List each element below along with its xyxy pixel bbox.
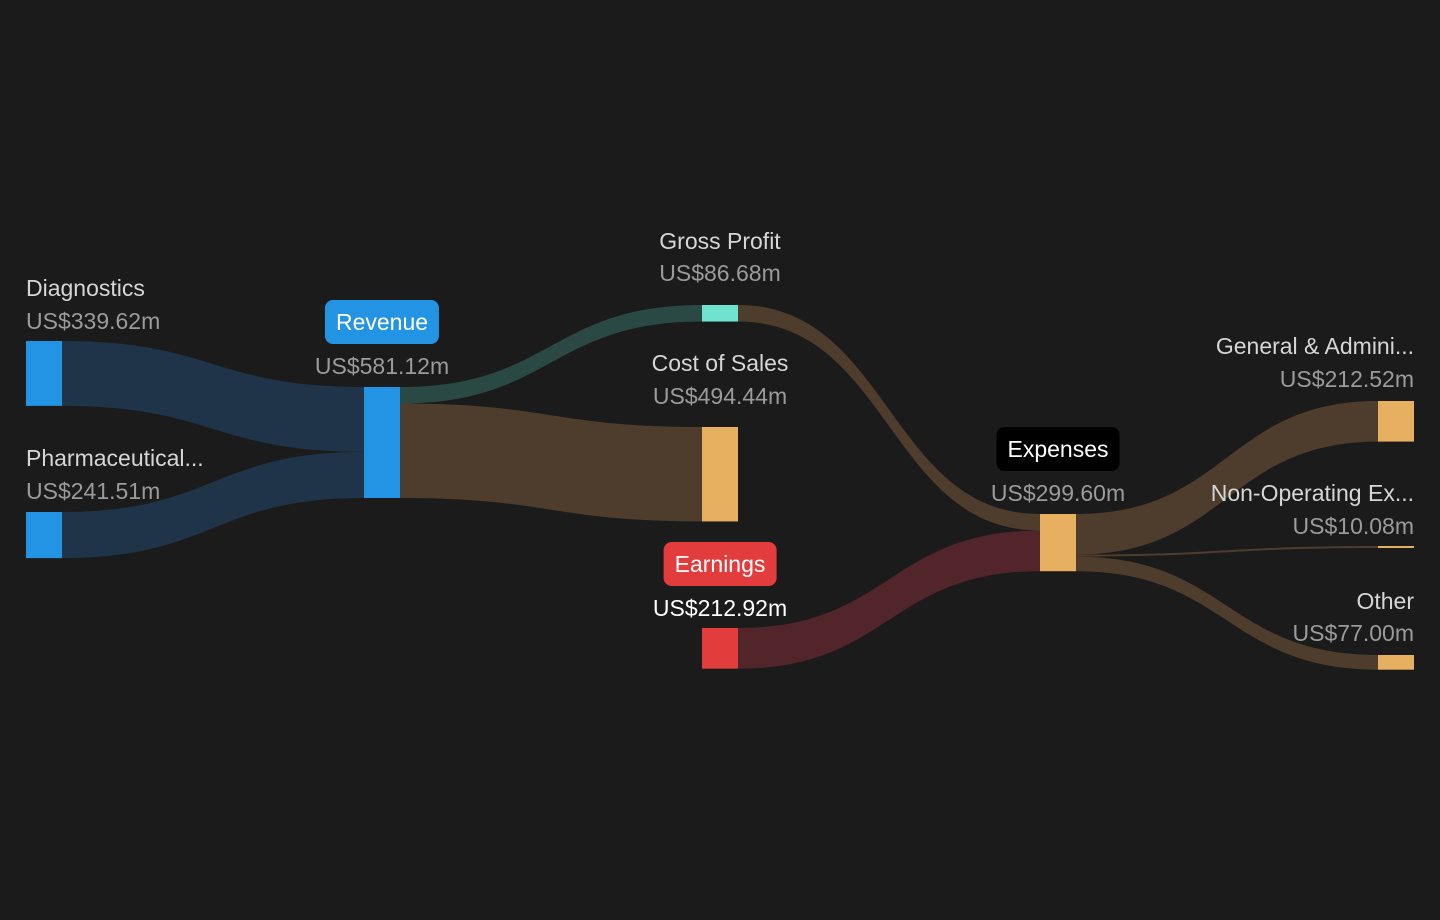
node-bar-non_operating [1378,546,1414,548]
node-value-expenses: US$299.60m [990,480,1126,506]
sankey-nodes [26,305,1414,670]
node-label-other: Other [1356,588,1414,614]
link-expenses-to-non_operating [1076,546,1378,557]
node-label-gross-profit: Gross Profit [659,228,781,254]
link-diagnostics-to-revenue [62,341,364,452]
node-label-diagnostics: Diagnostics [26,275,145,301]
link-expenses-to-general_admin [1076,401,1378,555]
node-bar-general_admin [1378,401,1414,442]
node-bar-revenue [364,387,400,498]
link-revenue-to-cost_of_sales [400,403,702,522]
node-pill-revenue: Revenue [324,300,440,344]
node-value-earnings: US$212.92m [652,595,788,621]
node-bar-pharmaceutical [26,512,62,559]
node-value-revenue: US$581.12m [314,353,450,379]
node-value-pharmaceutical: US$241.51m [26,478,161,504]
node-value-diagnostics: US$339.62m [26,308,161,334]
link-expenses-to-other [1076,556,1378,670]
sankey-links [62,305,1378,670]
link-gross_profit-to-expenses [738,305,1040,531]
node-label-general-admin: General & Admini... [1215,333,1414,359]
node-label-non-operating: Non-Operating Ex... [1210,480,1414,506]
node-label-cost-of-sales: Cost of Sales [651,350,789,376]
node-bar-expenses [1040,514,1076,572]
node-value-gross-profit: US$86.68m [659,260,781,286]
node-bar-earnings [702,628,738,669]
link-revenue-to-gross_profit [400,305,702,404]
node-pill-expenses: Expenses [996,427,1120,471]
node-pill-earnings: Earnings [663,542,777,586]
node-value-other: US$77.00m [1292,620,1414,646]
node-bar-diagnostics [26,341,62,406]
node-value-general-admin: US$212.52m [1279,366,1414,392]
node-value-cost-of-sales: US$494.44m [652,383,788,409]
node-bar-cost_of_sales [702,427,738,522]
link-pharmaceutical-to-revenue [62,451,364,559]
node-bar-other [1378,655,1414,670]
node-bar-gross_profit [702,305,738,322]
node-label-pharmaceutical: Pharmaceutical... [26,445,204,471]
link-earnings-to-expenses [738,530,1040,669]
node-value-non-operating: US$10.08m [1292,513,1414,539]
